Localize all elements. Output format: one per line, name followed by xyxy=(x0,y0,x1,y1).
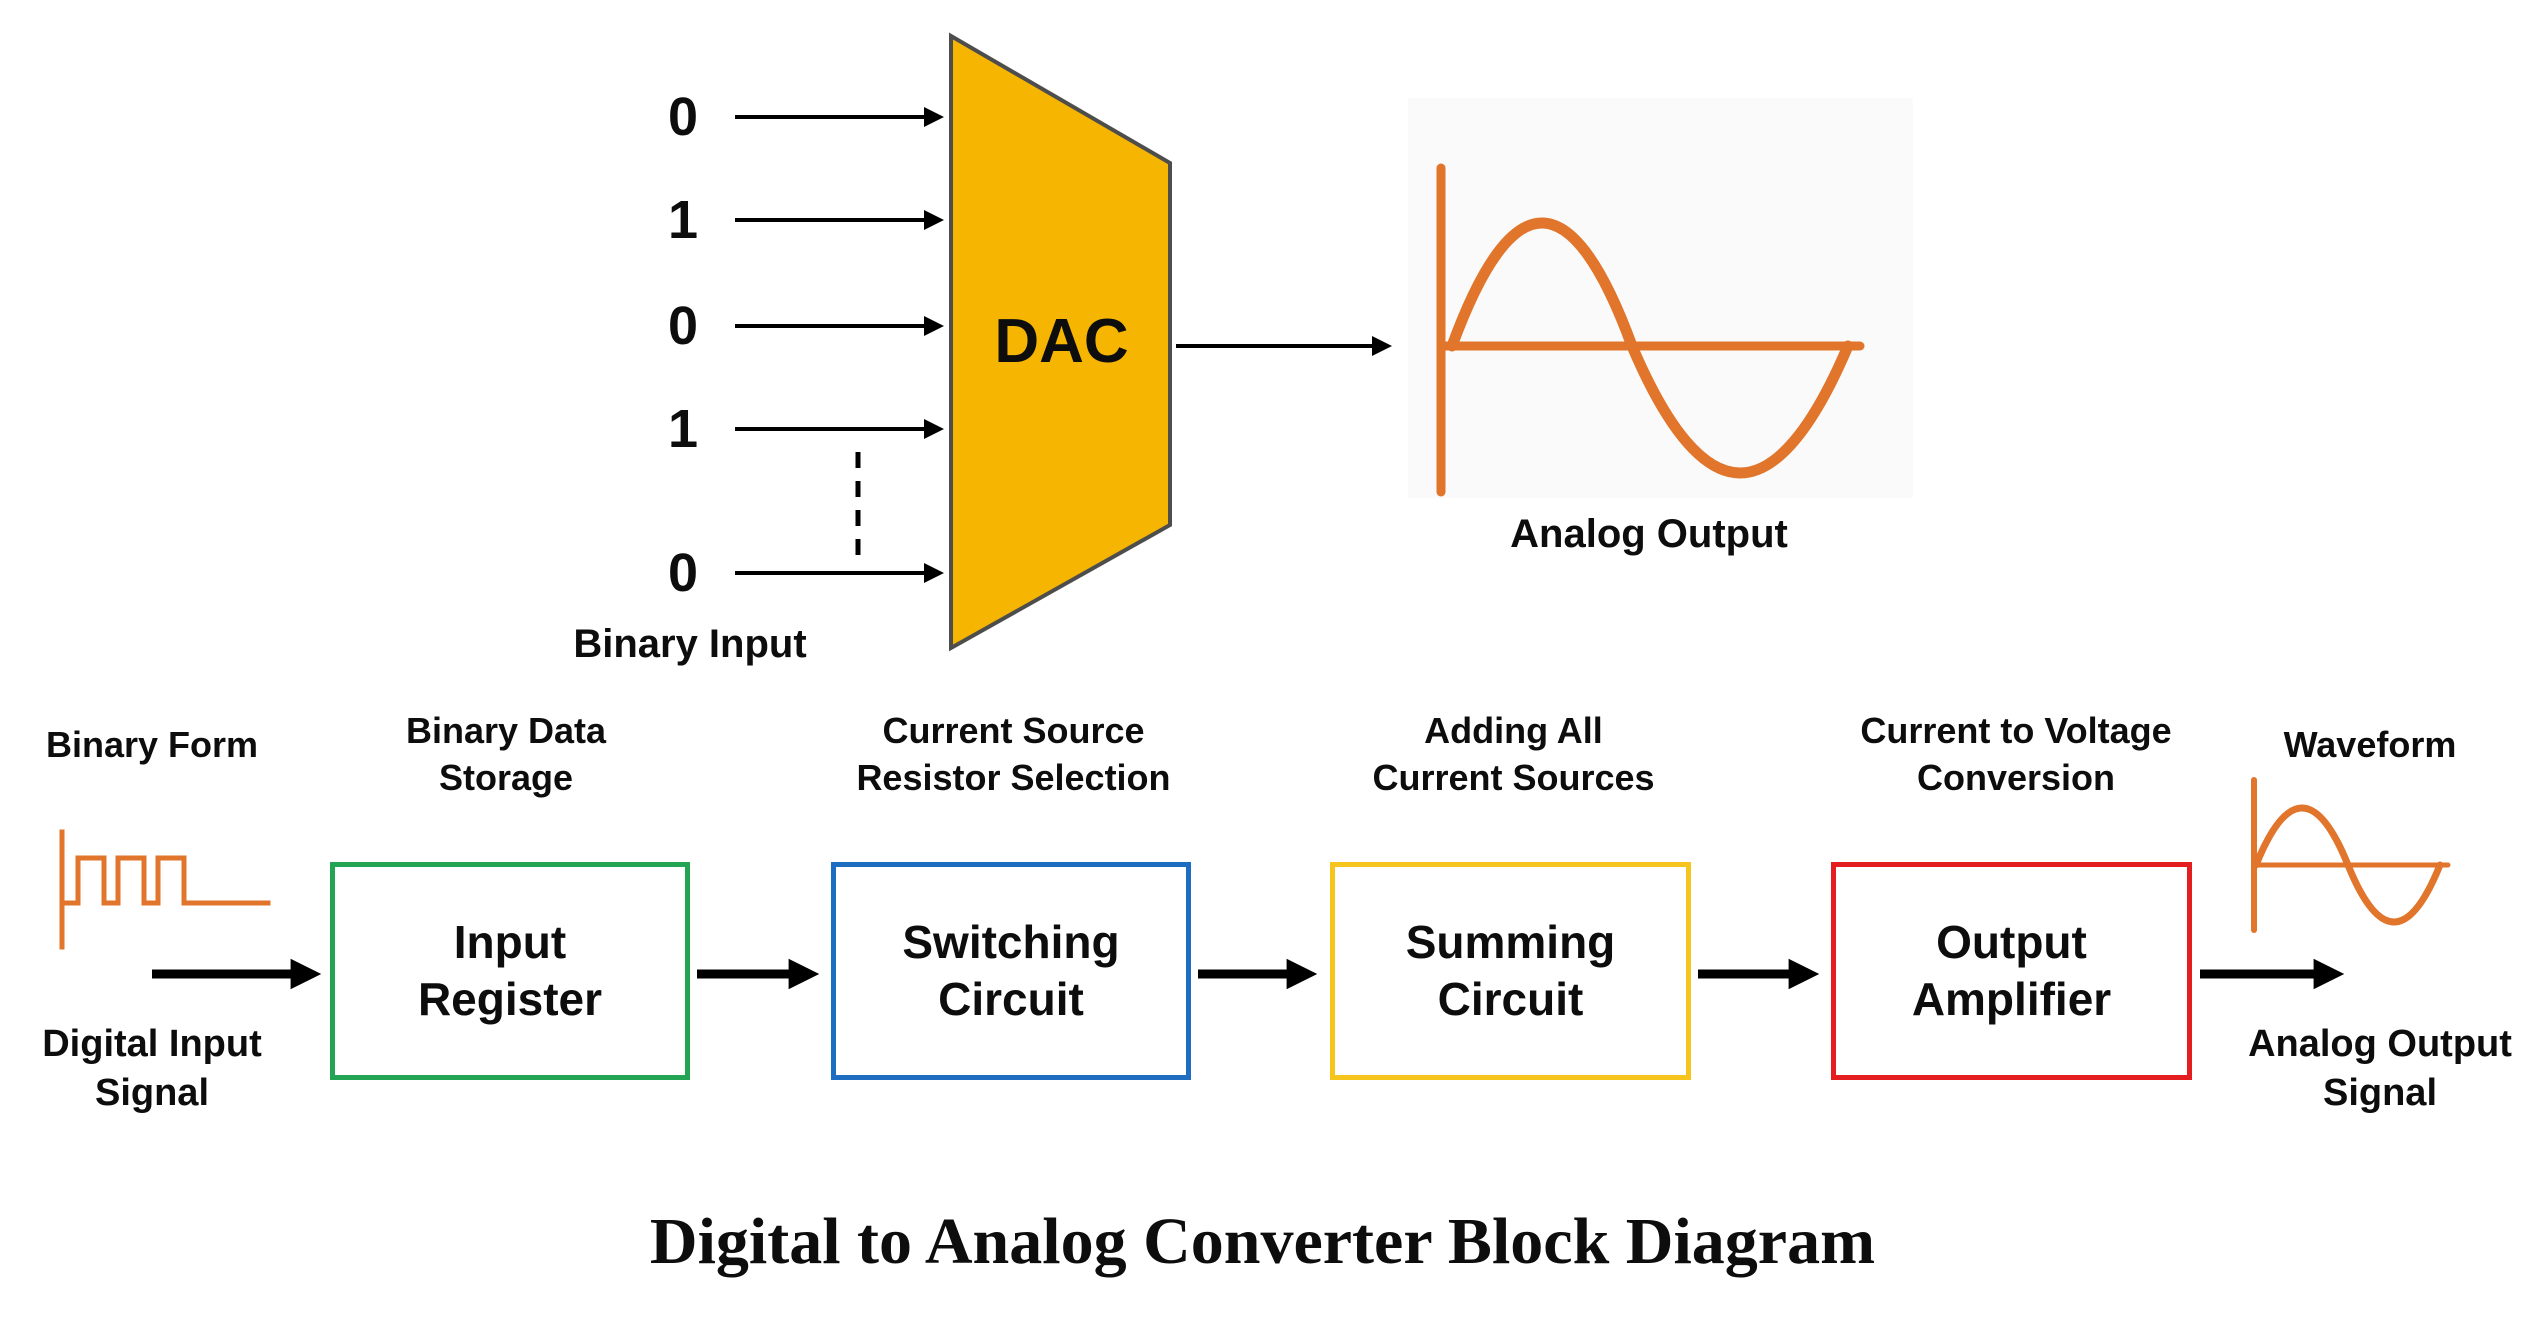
digital-input-signal-label: Digital Input Signal xyxy=(42,1023,262,1115)
binary-bit-4: 1 xyxy=(667,399,699,459)
caption-switching-circuit: Current Source Resistor Selection xyxy=(856,710,1171,798)
binary-form-label: Binary Form xyxy=(45,724,259,765)
binary-bit-2: 1 xyxy=(667,190,699,250)
caption-summing-circuit: Adding All Current Sources xyxy=(1372,710,1655,798)
block-output-amplifier: Output Amplifier xyxy=(1831,862,2192,1080)
block-switching-circuit: Switching Circuit xyxy=(831,862,1191,1080)
dac-label: DAC xyxy=(994,307,1129,376)
dac-trapezoid xyxy=(949,32,1172,652)
analog-output-label: Analog Output xyxy=(1510,512,1788,556)
block-switching-circuit-label: Switching Circuit xyxy=(902,915,1120,1026)
analog-output-plot xyxy=(1436,163,1865,497)
block-summing-circuit-label: Summing Circuit xyxy=(1405,915,1616,1026)
binary-bit-3: 0 xyxy=(667,296,699,356)
waveform-icon xyxy=(2251,777,2451,933)
digital-signal-icon xyxy=(59,829,271,950)
binary-bit-1: 0 xyxy=(667,87,699,147)
block-input-register: Input Register xyxy=(330,862,690,1080)
binary-input-label: Binary Input xyxy=(573,622,807,666)
analog-output-signal-label: Analog Output Signal xyxy=(2248,1023,2512,1115)
waveform-label: Waveform xyxy=(2283,724,2457,765)
analog-sine-wave xyxy=(1446,217,1854,479)
waveform-icon-sine xyxy=(2252,804,2444,926)
block-summing-circuit: Summing Circuit xyxy=(1330,862,1691,1080)
binary-bit-5: 0 xyxy=(667,543,699,603)
block-output-amplifier-label: Output Amplifier xyxy=(1911,915,2112,1026)
block-input-register-label: Input Register xyxy=(417,915,603,1026)
digital-icon-pulses xyxy=(59,855,271,906)
analog-plot-background xyxy=(1408,98,1913,498)
diagram-title: Digital to Analog Converter Block Diagra… xyxy=(649,1205,1876,1278)
binary-input-arrows xyxy=(735,107,944,583)
caption-output-amplifier: Current to Voltage Conversion xyxy=(1860,710,2172,798)
caption-input-register: Binary Data Storage xyxy=(405,710,607,798)
